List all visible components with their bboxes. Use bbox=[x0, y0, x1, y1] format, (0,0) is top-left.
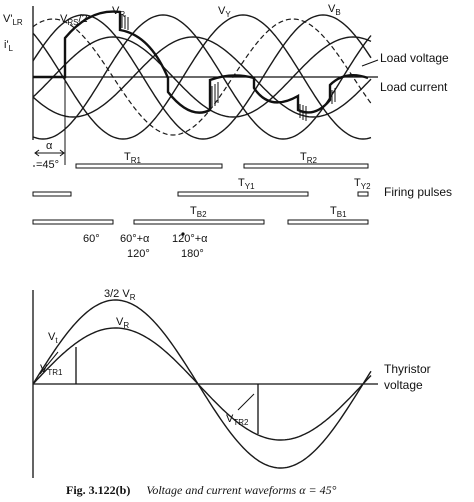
label-vy: VY bbox=[218, 5, 231, 19]
label-vr-bottom: VR bbox=[116, 316, 129, 330]
angle-180: 180° bbox=[181, 248, 204, 260]
pulse-tb1 bbox=[287, 219, 369, 225]
top-plot: V'LR i'L VRS/2 VR VY VB Load voltage Loa… bbox=[3, 3, 449, 140]
load-voltage-pointer bbox=[361, 59, 379, 67]
load-current-label: Load current bbox=[380, 80, 448, 94]
label-three-halves-vr: 3/2 VR bbox=[104, 288, 136, 302]
vr-wave bbox=[32, 14, 372, 140]
vb-wave bbox=[32, 14, 372, 140]
label-vrs-half: VRS/2 bbox=[60, 13, 88, 27]
alpha-arrow-left bbox=[34, 149, 40, 157]
thyristor-label-line2: voltage bbox=[384, 378, 423, 392]
label-vtr1: VTR1 bbox=[40, 363, 63, 377]
label-vr: VR bbox=[112, 5, 125, 19]
load-voltage-label: Load voltage bbox=[380, 51, 449, 65]
vr-bottom-wave bbox=[32, 327, 372, 441]
label-tb2: TB2 bbox=[190, 205, 207, 219]
angle-120-alpha: 120°+α bbox=[172, 233, 208, 245]
label-vb: VB bbox=[328, 3, 341, 17]
alpha-arrow-right bbox=[59, 149, 65, 157]
top-y-label-i: i'L bbox=[4, 39, 14, 53]
pulse-tb2 bbox=[133, 219, 265, 225]
label-vtr2: VTR2 bbox=[226, 413, 249, 427]
firing-pulses-label: Firing pulses bbox=[384, 185, 452, 199]
bottom-plot: 3/2 VR VR Vt VTR1 VTR2 Thyristor voltage bbox=[32, 288, 431, 478]
load-voltage-trace bbox=[33, 10, 369, 114]
label-ty2: TY2 bbox=[354, 177, 371, 191]
pulse-ty1 bbox=[177, 191, 309, 197]
label-ty1: TY1 bbox=[238, 177, 255, 191]
figure-caption: Fig. 3.122(b)Voltage and current wavefor… bbox=[66, 483, 337, 497]
top-y-label-v: V'LR bbox=[3, 13, 23, 27]
pulse-b-lead bbox=[32, 219, 114, 225]
angle-60: 60° bbox=[83, 233, 100, 245]
pulse-tr2 bbox=[243, 163, 369, 169]
alpha-value: =45° bbox=[36, 159, 59, 171]
label-tb1: TB1 bbox=[330, 205, 347, 219]
angle-60-alpha: 60°+α bbox=[120, 233, 150, 245]
firing-pulses: α =45° TR1 TR2 TY1 TY2 Firing pulses TB2… bbox=[32, 78, 452, 260]
label-tr1: TR1 bbox=[124, 151, 142, 165]
thyristor-label-line1: Thyristor bbox=[384, 362, 431, 376]
three-halves-vr-wave bbox=[32, 299, 372, 469]
vtr2-pointer bbox=[237, 393, 255, 411]
load-current-wave-2 bbox=[32, 36, 372, 118]
pulse-y-lead bbox=[32, 191, 72, 197]
alpha-symbol: α bbox=[46, 140, 53, 152]
commutation-hatching bbox=[121, 14, 336, 121]
angle-dot bbox=[181, 232, 185, 236]
label-vt: Vt bbox=[48, 331, 58, 345]
angle-120: 120° bbox=[127, 248, 150, 260]
pulse-tr1 bbox=[75, 163, 223, 169]
vrs-half-wave bbox=[32, 18, 372, 136]
vt-pointer bbox=[39, 351, 59, 375]
pulse-ty2 bbox=[357, 191, 369, 197]
load-current-wave-1 bbox=[32, 36, 372, 118]
vy-wave bbox=[32, 14, 372, 140]
label-tr2: TR2 bbox=[300, 151, 318, 165]
